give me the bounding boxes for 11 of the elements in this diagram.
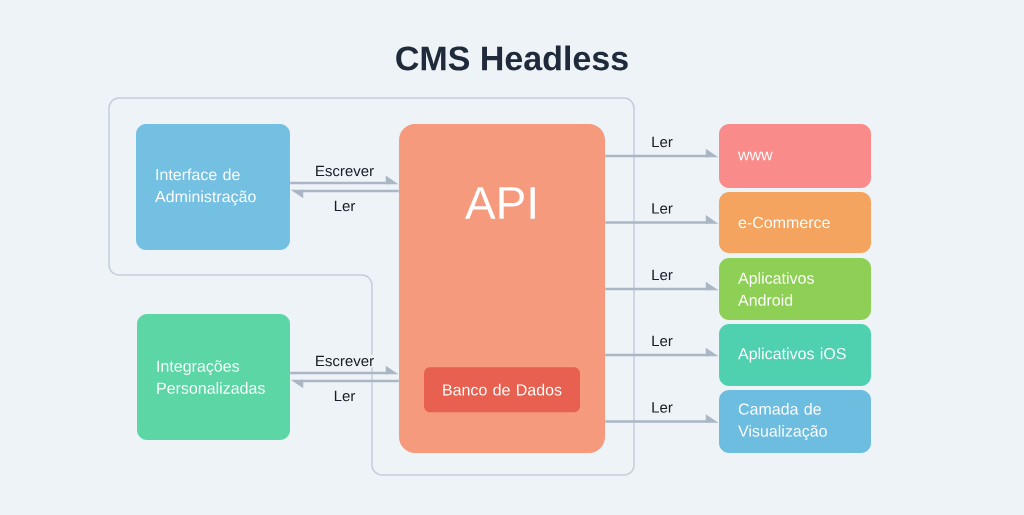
admin-box: Interface de Administração <box>136 124 290 250</box>
target-box: Camada de Visualização <box>719 390 871 453</box>
target-box: Aplicativos iOS <box>719 324 871 386</box>
target-box: e-Commerce <box>719 192 871 253</box>
edge-label: Ler <box>650 401 674 414</box>
integration-box: Integrações Personalizadas <box>137 314 290 440</box>
target-box: Aplicativos Android <box>719 258 871 320</box>
title: CMS Headless <box>396 45 628 71</box>
target-box: www <box>719 124 871 188</box>
database-box: Banco de Dados <box>424 367 580 413</box>
edge-label: Ler <box>650 202 674 215</box>
